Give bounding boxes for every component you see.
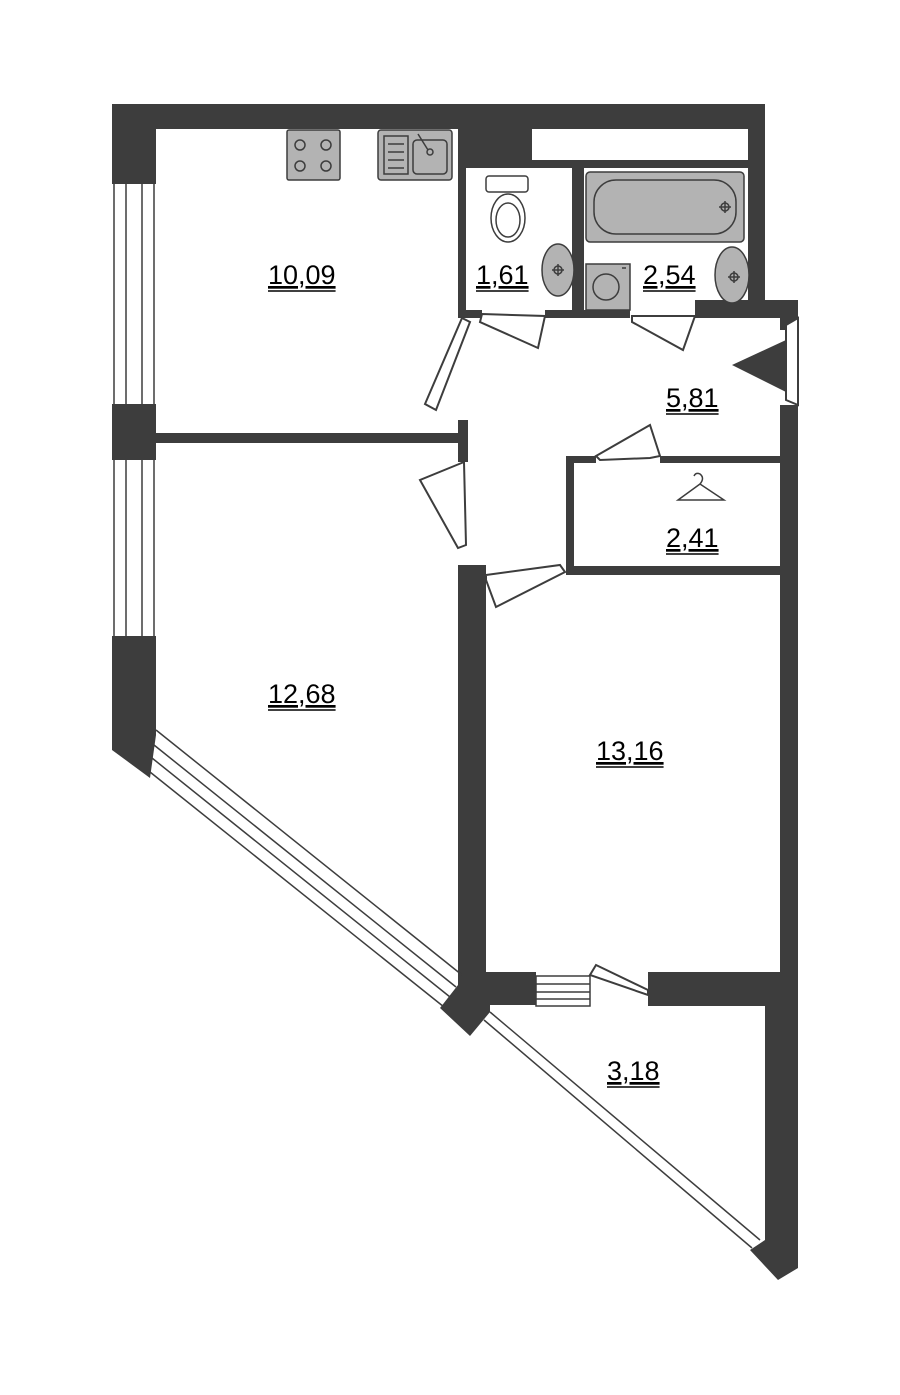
door-wc	[478, 312, 547, 350]
wall-hall-stub	[458, 420, 468, 462]
area-bathroom: 2,54	[643, 260, 696, 290]
window-balcony-diagonal	[483, 1011, 761, 1249]
sink-icon	[377, 129, 453, 181]
door-bedroom	[485, 563, 567, 609]
area-balcony: 3,18	[607, 1056, 660, 1086]
wall-wardrobe-top-left	[566, 456, 596, 463]
wall-right-long	[780, 405, 798, 975]
area-hall: 5,81	[666, 383, 719, 413]
walls	[112, 104, 798, 1280]
stove-icon	[286, 129, 341, 181]
door-entrance	[785, 316, 799, 407]
area-wc: 1,61	[476, 260, 529, 290]
wall-bath-bottom-left	[458, 310, 482, 318]
wall-wardrobe-left	[566, 456, 574, 574]
hanger-icon	[675, 472, 727, 501]
washing-machine-icon	[585, 263, 631, 311]
window-living-diagonal	[149, 729, 463, 1008]
wall-balcony-left	[440, 972, 536, 1036]
wall-left-pier-mid	[112, 404, 156, 460]
wall-bath-bottom-mid	[545, 310, 630, 318]
balcony-steps	[535, 975, 591, 1007]
wall-wardrobe-top-right	[660, 456, 785, 463]
area-wardrobe: 2,41	[666, 523, 719, 553]
wall-top	[112, 104, 765, 129]
wall-living-bedroom	[458, 565, 486, 985]
wall-balcony-right-long	[750, 1005, 798, 1280]
wall-wc-bath	[572, 160, 584, 316]
wall-wc-top	[458, 160, 758, 168]
door-bathroom	[631, 315, 697, 352]
door-wardrobe	[594, 423, 662, 462]
wall-balcony-right	[648, 972, 798, 1006]
door-living	[418, 460, 468, 550]
door-kitchen	[423, 316, 472, 412]
door-balcony	[588, 963, 649, 997]
wall-bath-bottom-right	[695, 300, 795, 318]
wall-shaft	[462, 126, 532, 160]
wall-left-pier-bottom	[112, 636, 156, 778]
wall-left-pier-top	[112, 104, 156, 184]
area-kitchen: 10,09	[268, 260, 336, 290]
area-bedroom: 13,16	[596, 736, 664, 766]
bathtub-icon	[585, 171, 745, 243]
toilet-icon	[485, 175, 529, 243]
washbasin-icon	[541, 243, 575, 297]
window-kitchen	[113, 184, 155, 404]
windows	[113, 184, 761, 1249]
room-labels: 10,09 1,61 2,54 5,81 2,41 12,68 13,16 3,…	[268, 260, 719, 1088]
area-living-room: 12,68	[268, 679, 336, 709]
washbasin-icon-bath	[714, 246, 750, 304]
wall-wardrobe-bottom	[566, 566, 791, 575]
entrance-arrow-icon	[732, 340, 786, 392]
doors	[418, 312, 799, 1007]
wall-right-top	[748, 104, 765, 309]
wall-kitchen-living	[156, 433, 464, 443]
wall-wc-left	[458, 126, 466, 316]
window-living	[113, 460, 155, 636]
